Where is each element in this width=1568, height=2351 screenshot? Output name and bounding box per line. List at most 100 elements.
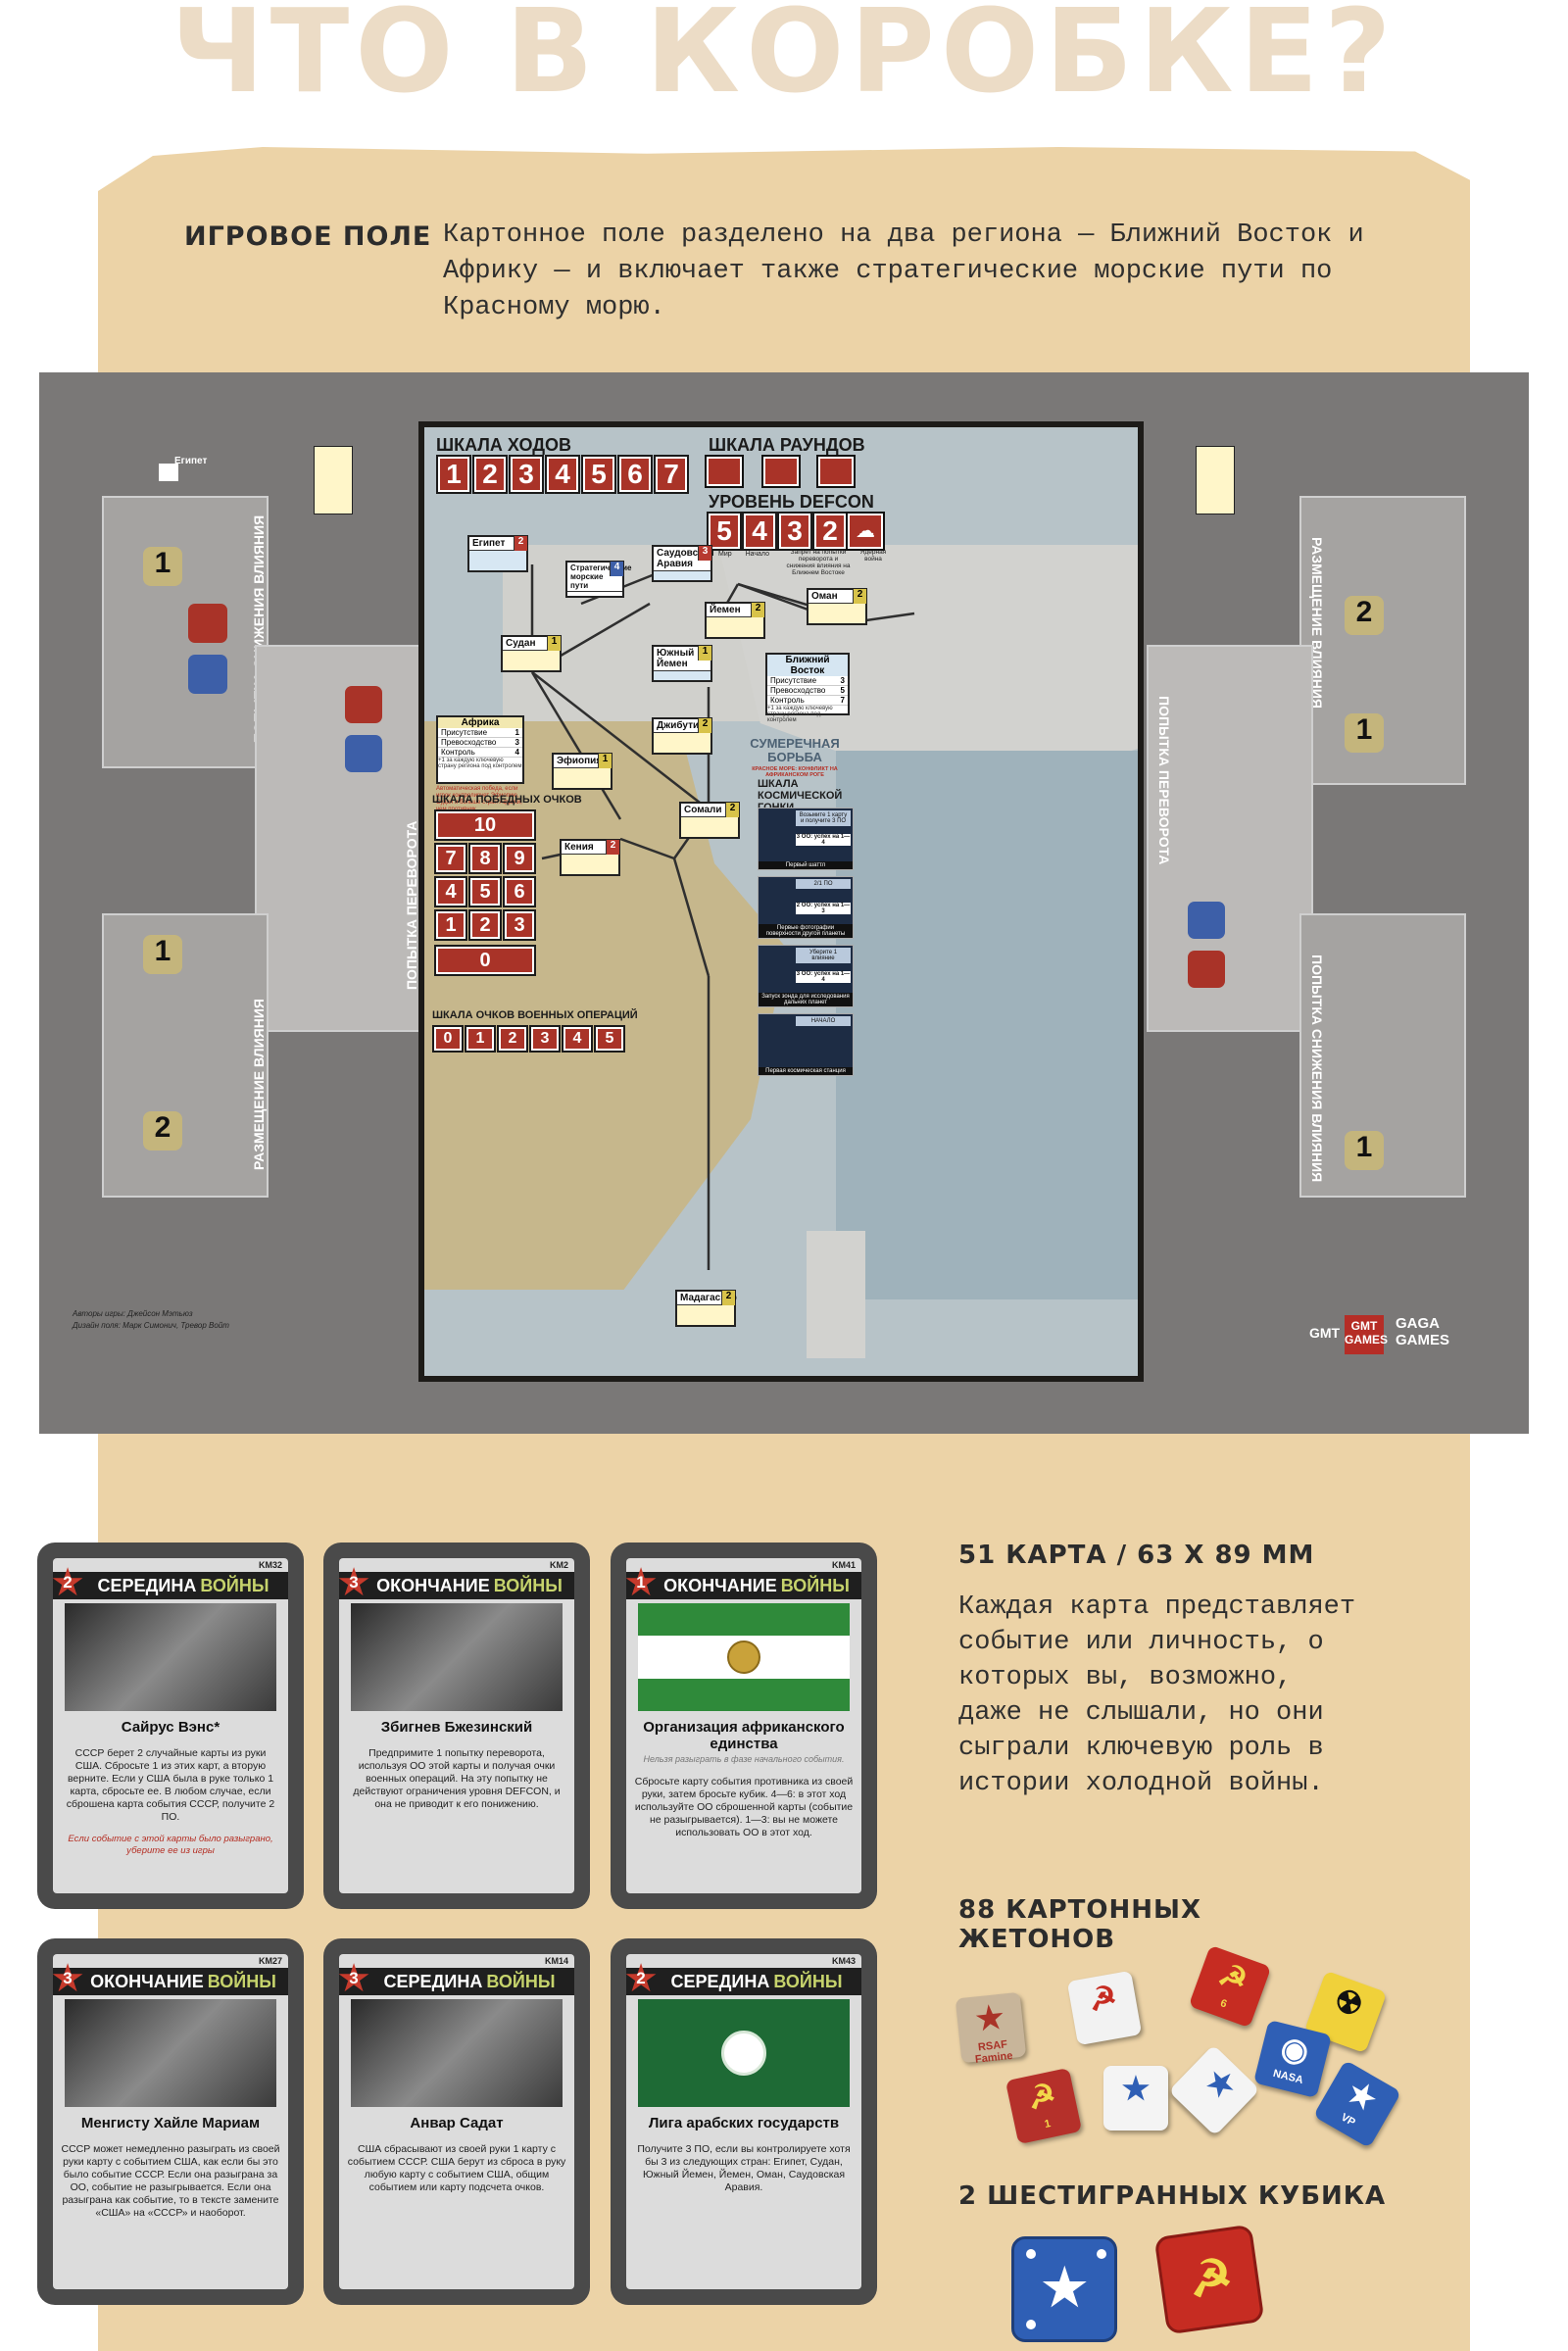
space-step-label: Первая космическая станция [759, 1067, 853, 1075]
country-saudi-arabia-stability: 3 [698, 546, 711, 561]
card-image [65, 1603, 276, 1711]
round-portrait-2 [763, 457, 799, 486]
sea-lanes-box[interactable]: Стратегические морские пути 4 [565, 561, 631, 598]
region-row-label: Присутствие [441, 728, 488, 737]
cost-box: 1 [1345, 713, 1384, 753]
country-djibouti[interactable]: Джибути 2 [652, 717, 712, 755]
left-panel-title-2: ПОПЫТКА ПЕРЕВОРОТА [404, 820, 419, 990]
oau-emblem-icon [727, 1641, 760, 1674]
credits-line-1: Авторы игры: Джейсон Мэтьюз [73, 1309, 193, 1318]
milops-box: 0 [434, 1027, 462, 1051]
defcon-box: 4 [744, 514, 775, 549]
country-somalia-stability: 2 [725, 803, 739, 817]
space-step-label: Первый шаттл [759, 861, 853, 869]
country-somalia[interactable]: Сомали 2 [679, 802, 740, 839]
blue-die: ★ [1011, 2236, 1117, 2342]
defcon-label-start: Начало [745, 551, 769, 558]
round-track-title: ШКАЛА РАУНДОВ [709, 435, 865, 455]
country-oman[interactable]: Оман 2 [807, 588, 867, 625]
country-egypt[interactable]: Египет 2 [467, 535, 528, 572]
africa-region-note: +1 за каждую ключевую страну региона под… [438, 758, 522, 769]
country-saudi-arabia[interactable]: Саудовская Аравия 3 [652, 545, 714, 582]
country-yemen-stability: 2 [751, 603, 764, 617]
country-oman-stability: 2 [853, 589, 866, 604]
defcon-box: 3 [779, 514, 810, 549]
turn-box: 1 [438, 457, 469, 492]
defcon-box: 5 [709, 514, 740, 549]
card-image [65, 1999, 276, 2107]
left-country-ethiopia [314, 446, 353, 514]
card-text: Предпримите 1 попытку переворота, исполь… [353, 1747, 561, 1810]
country-somalia-name: Сомали [681, 804, 738, 817]
region-row-label: Превосходство [441, 738, 497, 747]
vp-box: 0 [436, 947, 534, 974]
card-text: Получите 3 ПО, если вы контролируете хот… [637, 2143, 851, 2193]
space-step-roll: 2 ОО: успех на 1—3 [796, 903, 851, 914]
red-die: ☭ [1153, 2224, 1265, 2335]
publisher-logo-gmt-games: GMT GAMES [1345, 1315, 1388, 1354]
region-row-value: 7 [840, 696, 845, 705]
card-stage: ОКОНЧАНИЕ [376, 1576, 490, 1595]
game-token: ★RSAF Famine [955, 1991, 1027, 2066]
space-step-roll: 3 ОО: успех на 1—4 [796, 971, 851, 983]
defcon-labels: Мир Начало [718, 551, 914, 558]
right-panel-influence-placement: РАЗМЕЩЕНИЕ ВЛИЯНИЯ 2 1 [1299, 496, 1466, 785]
turn-box: 2 [474, 457, 506, 492]
country-kenya[interactable]: Кения 2 [560, 839, 620, 876]
vp-box: 9 [505, 845, 534, 872]
right-panel-title-2: ПОПЫТКА ПЕРЕВОРОТА [1156, 696, 1172, 865]
country-kenya-name: Кения [562, 841, 618, 855]
game-token: ☭ [1066, 1970, 1143, 2046]
cost-box: 1 [143, 935, 182, 974]
vp-box: 3 [505, 911, 534, 939]
region-row-label: Превосходство [770, 686, 826, 695]
credits-line-2: Дизайн поля: Марк Симонич, Тревор Войт [73, 1321, 229, 1330]
card-war: ВОЙНЫ [207, 1972, 276, 1991]
vp-box: 4 [436, 878, 466, 906]
country-djibouti-name: Джибути [654, 719, 710, 733]
region-row-value: 4 [514, 748, 519, 757]
die-icon [345, 735, 382, 772]
country-yemen[interactable]: Йемен 2 [705, 602, 765, 639]
dice-heading: 2 ШЕСТИГРАННЫХ КУБИКА [958, 2181, 1387, 2211]
vp-track-title: ШКАЛА ПОБЕДНЫХ ОЧКОВ [432, 794, 582, 806]
tokens-heading: 88 КАРТОННЫХ ЖЕТОНОВ [958, 1895, 1202, 1954]
nuclear-war-box: ☁ [848, 514, 883, 549]
ops-star-icon: ★3 [53, 1959, 86, 1998]
country-ethiopia[interactable]: Эфиопия 1 [552, 753, 612, 790]
card-stage: ОКОНЧАНИЕ [90, 1972, 204, 1991]
star-icon: ★ [1121, 2071, 1151, 2106]
hammer-sickle-icon: ☭ [1185, 2247, 1237, 2309]
space-step-info: Возьмите 1 карту и получите 3 ПО [796, 810, 851, 826]
country-madagascar[interactable]: Мадагаскар 2 [675, 1290, 737, 1327]
card-image [351, 1603, 563, 1711]
space-race-track: Возьмите 1 карту и получите 3 ПО 3 ОО: ус… [758, 808, 856, 1092]
country-south-yemen[interactable]: Южный Йемен 1 [652, 645, 712, 682]
country-yemen-name: Йемен [707, 604, 763, 617]
mideast-region-note: +1 за каждую ключевую страну региона под… [767, 706, 833, 723]
right-panel-title-3: ПОПЫТКА СНИЖЕНИЯ ВЛИЯНИЯ [1309, 955, 1325, 1183]
region-row-value: 5 [840, 686, 845, 695]
card-title: Организация африканского единства [643, 1719, 845, 1752]
country-sudan[interactable]: Судан 1 [501, 635, 562, 672]
game-token: ★ [1103, 2066, 1168, 2131]
africa-region-title: Африка [438, 717, 522, 728]
left-panel-influence-placement: РАЗМЕЩЕНИЕ ВЛИЯНИЯ 1 2 [102, 913, 269, 1198]
card-title: Збигнев Бжезинский [380, 1719, 533, 1736]
